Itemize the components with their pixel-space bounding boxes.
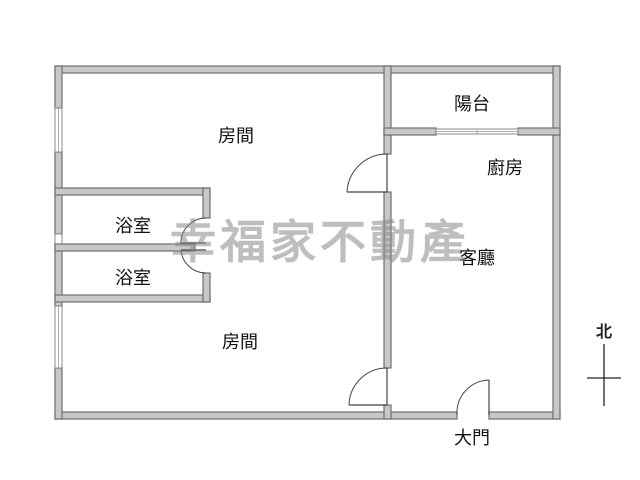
label-bathroom-2: 浴室 [115, 268, 151, 289]
label-bedroom-top: 房間 [218, 126, 254, 147]
label-kitchen: 廚房 [487, 157, 523, 179]
wall-bath-top [54, 187, 211, 196]
balcony-sliding-window [435, 128, 519, 135]
room-labels: 房間 浴室 浴室 房間 陽台 廚房 客廳 大門 [115, 94, 523, 449]
door-main-entrance [456, 379, 490, 416]
wall-bath-right-top [202, 187, 211, 219]
wall-top [54, 65, 561, 74]
label-main-door: 大門 [454, 428, 490, 449]
wall-bath-bottom [54, 294, 211, 303]
door-top-bedroom [346, 153, 388, 193]
wall-mid-upper [383, 65, 392, 155]
wall-left-1 [54, 65, 63, 109]
label-bathroom-1: 浴室 [115, 216, 151, 237]
north-label: 北 [596, 322, 612, 341]
wall-left-4 [54, 367, 63, 420]
north-compass: 北 [587, 322, 621, 406]
door-bathroom-1 [180, 217, 207, 244]
doors [180, 153, 490, 416]
wall-balcony-right [517, 127, 561, 136]
window-bathroom [54, 233, 63, 245]
wall-bottom-left [54, 411, 458, 420]
wall-bath-middle [54, 243, 196, 252]
wall-bath-right-bottom [202, 272, 211, 303]
label-balcony: 陽台 [454, 94, 490, 115]
label-bedroom-bottom: 房間 [222, 332, 258, 353]
wall-mid-bottom [383, 404, 392, 420]
door-bathroom-2 [180, 249, 207, 274]
label-living-room: 客廳 [459, 248, 495, 269]
watermark-text: 幸福家不動產 [170, 215, 470, 269]
wall-right [552, 65, 561, 420]
door-bottom-bedroom [348, 367, 388, 406]
windows-left [54, 107, 63, 369]
wall-balcony-left [383, 127, 437, 136]
wall-bottom-right [488, 411, 561, 420]
